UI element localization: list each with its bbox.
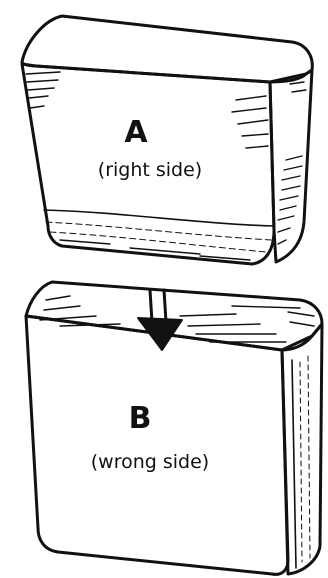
box-a: A (right side) [22,16,312,264]
box-a-caption: (right side) [98,159,202,181]
box-b-letter: B [129,401,152,436]
box-b-rim [26,282,322,350]
box-a-letter: A [124,115,148,150]
box-a-side-face [270,70,312,262]
arrow-down-icon [138,290,182,350]
box-b-caption: (wrong side) [91,451,209,473]
box-a-top-face [22,16,312,82]
box-b-front-face [26,316,288,574]
